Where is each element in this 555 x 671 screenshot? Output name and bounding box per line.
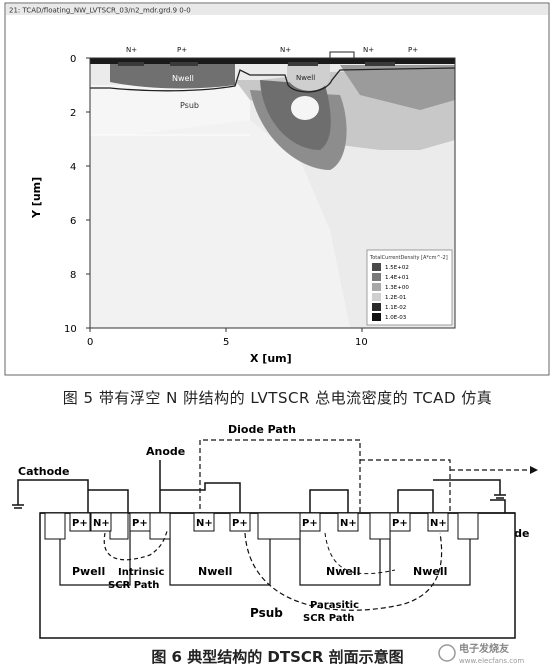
diffusion-label: P+ bbox=[132, 518, 148, 529]
label-nwell-mid: Nwell bbox=[296, 74, 315, 82]
legend-entry: 1.5E+02 bbox=[385, 265, 409, 271]
legend-entry: 1.1E-02 bbox=[385, 305, 406, 311]
diffusion-label: P+ bbox=[302, 518, 318, 529]
legend-swatch bbox=[372, 293, 381, 301]
legend-swatch bbox=[372, 313, 381, 321]
y-tick-label: 0 bbox=[70, 54, 76, 65]
intrinsic-scr-path bbox=[103, 528, 169, 561]
well-labels: Pwell Nwell Nwell Nwell bbox=[72, 565, 447, 578]
x-tick-label: 5 bbox=[223, 337, 229, 348]
diffusion-label: N+ bbox=[93, 518, 110, 529]
parasitic-path-label: Parasitic bbox=[310, 600, 359, 611]
legend-entry: 1.3E+00 bbox=[385, 285, 409, 291]
figure-5-tcad-plot: 21: TCAD/floating_NW_LVTSCR_03/n2_mdr.gr… bbox=[4, 2, 550, 376]
x-tick-label: 0 bbox=[87, 337, 93, 348]
label-psub: Psub bbox=[180, 101, 199, 110]
y-tick-label: 6 bbox=[70, 216, 76, 227]
x-axis-label: X [um] bbox=[250, 352, 292, 365]
diffusion-label: P+ bbox=[392, 518, 408, 529]
top-label-p-plus: P+ bbox=[177, 46, 187, 54]
label-nwell-left: Nwell bbox=[172, 74, 194, 83]
terminal-cathode-left: Cathode bbox=[18, 465, 69, 478]
sti-blocks bbox=[44, 512, 479, 540]
well-label-nwell: Nwell bbox=[326, 565, 360, 578]
watermark-line2: www.elecfans.com bbox=[459, 657, 524, 665]
x-axis: 0 5 10 X [um] bbox=[87, 328, 368, 365]
diffusion-bar bbox=[170, 62, 198, 66]
psub-label: Psub bbox=[250, 606, 283, 620]
diffusion-bar bbox=[288, 62, 318, 66]
legend-swatch bbox=[372, 273, 381, 281]
legend-swatch bbox=[372, 263, 381, 271]
junction-boundary bbox=[90, 67, 456, 93]
elecfans-watermark: 电子发烧友 www.elecfans.com bbox=[438, 642, 524, 665]
y-axis-label: Y [um] bbox=[30, 177, 43, 219]
legend-entry: 1.0E-03 bbox=[385, 315, 407, 321]
diffusion-label: N+ bbox=[430, 518, 447, 529]
gate-bump bbox=[329, 51, 355, 59]
legend-swatch bbox=[372, 303, 381, 311]
diffusion-label: N+ bbox=[196, 518, 213, 529]
y-axis: 0 2 4 6 8 10 Y [um] bbox=[30, 54, 90, 335]
figure-6-caption: 图 6 典型结构的 DTSCR 剖面示意图 bbox=[151, 648, 404, 666]
legend: TotalCurrentDensity [A*cm^-2] 1.5E+02 1.… bbox=[366, 249, 453, 326]
diode-path-label: Diode Path bbox=[228, 423, 296, 436]
figure-5-caption: 图 5 带有浮空 N 阱结构的 LVTSCR 总电流密度的 TCAD 仿真 bbox=[62, 389, 493, 407]
diffusion-label: P+ bbox=[232, 518, 248, 529]
diffusion-label: P+ bbox=[72, 518, 88, 529]
parasitic-path-label: SCR Path bbox=[303, 613, 354, 624]
legend-swatch bbox=[372, 283, 381, 291]
parasitic-scr-path bbox=[244, 532, 443, 611]
well-label-nwell: Nwell bbox=[413, 565, 447, 578]
top-label-n-plus: N+ bbox=[126, 46, 137, 54]
terminal-anode: Anode bbox=[146, 445, 185, 458]
plot-frame bbox=[89, 57, 456, 329]
x-tick-label: 10 bbox=[355, 337, 368, 348]
top-label-n-plus: N+ bbox=[280, 46, 291, 54]
right-well-region bbox=[340, 65, 455, 110]
y-tick-label: 10 bbox=[64, 324, 77, 335]
well-label-pwell: Pwell bbox=[72, 565, 105, 578]
diffusion-bar bbox=[118, 62, 144, 66]
surface-contact bbox=[90, 58, 455, 64]
legend-entry: 1.4E+01 bbox=[385, 275, 409, 281]
diode-path-arrow bbox=[530, 466, 538, 474]
legend-title: TotalCurrentDensity [A*cm^-2] bbox=[369, 255, 448, 261]
y-tick-label: 8 bbox=[70, 270, 76, 281]
window-title: 21: TCAD/floating_NW_LVTSCR_03/n2_mdr.gr… bbox=[9, 7, 191, 15]
diffusions: P+ N+ P+ N+ P+ P+ N+ P+ N+ bbox=[69, 512, 449, 532]
diffusion-bar bbox=[365, 62, 395, 66]
y-tick-label: 4 bbox=[70, 162, 76, 173]
psub-light-region bbox=[90, 85, 250, 135]
diode-path bbox=[199, 439, 530, 535]
figure-6-dtscr-cross-section: Cathode Anode Cathode Diode Path bbox=[12, 423, 538, 639]
y-tick-label: 2 bbox=[70, 108, 76, 119]
intrinsic-path-label: SCR Path bbox=[108, 580, 159, 591]
watermark-logo-icon bbox=[438, 644, 456, 662]
floating-void bbox=[291, 96, 319, 120]
legend-entry: 1.2E-01 bbox=[385, 295, 406, 301]
watermark-line1: 电子发烧友 bbox=[459, 642, 509, 655]
low-density-region bbox=[90, 120, 350, 328]
diffusion-label: N+ bbox=[340, 518, 357, 529]
top-label-n-plus: N+ bbox=[363, 46, 374, 54]
metal-wiring bbox=[17, 460, 506, 513]
wells bbox=[59, 513, 471, 586]
mid-nwell-region bbox=[287, 58, 330, 91]
ground-symbols bbox=[12, 494, 506, 509]
parasitic-scr-subpath bbox=[324, 532, 396, 575]
window-titlebar bbox=[6, 4, 548, 15]
well-label-nwell: Nwell bbox=[198, 565, 232, 578]
top-label-p-plus: P+ bbox=[408, 46, 418, 54]
intrinsic-path-label: Intrinsic bbox=[118, 567, 164, 578]
